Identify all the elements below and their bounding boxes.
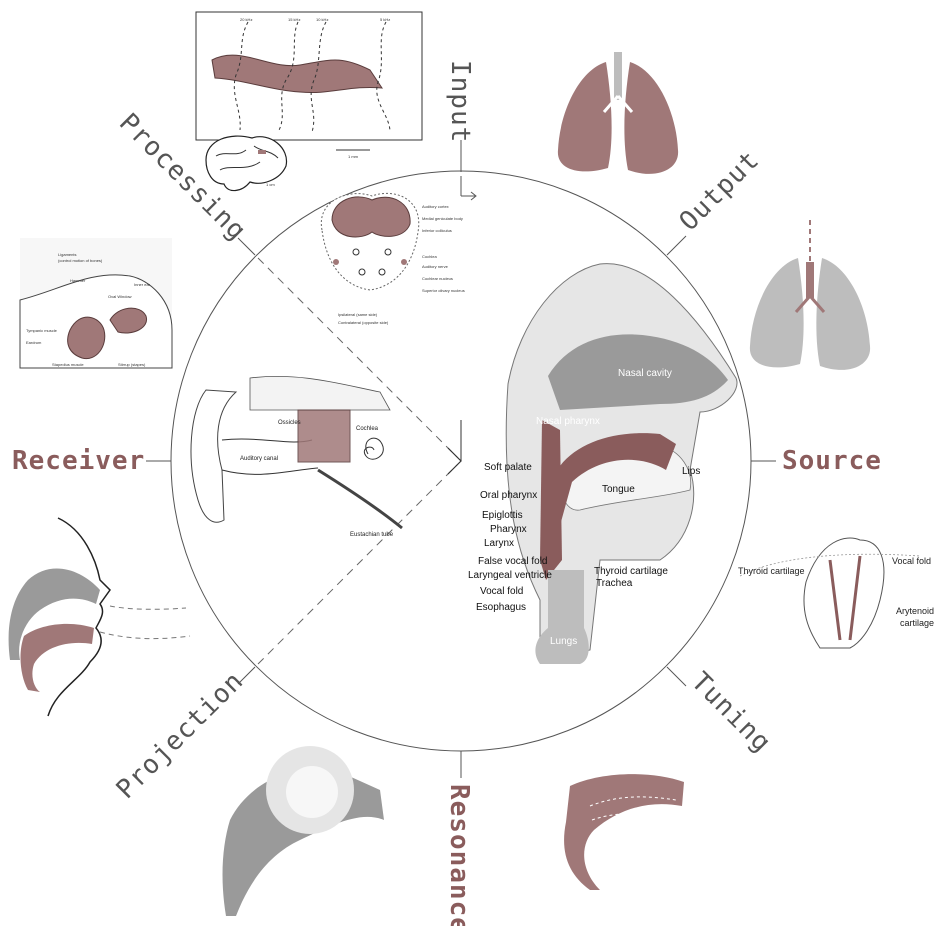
head-label-tongue: Tongue	[602, 484, 635, 495]
pathway-node-3	[359, 269, 365, 275]
brain-label-7: Superior olivary nucleus	[422, 288, 465, 293]
pathway-cochlea-left	[333, 259, 339, 265]
trachea-output	[614, 52, 622, 100]
auditory-cortex-shape	[332, 197, 410, 237]
pathway-node-4	[379, 269, 385, 275]
pathway-node-1	[353, 249, 359, 255]
label-projection: Projection	[111, 666, 250, 805]
brain-pathway-diagram: Auditory cortex Medial geniculate body I…	[321, 193, 464, 325]
outer-ear-cochlea: Cochlea	[356, 426, 379, 432]
outer-ear-diagram: Ossicles Cochlea Auditory canal Eustachi…	[191, 376, 402, 538]
projection-sphere-core	[286, 766, 338, 818]
larynx-label-vocal-fold: Vocal fold	[892, 556, 931, 566]
tick-tuning	[667, 667, 686, 686]
right-lung-output	[624, 62, 678, 174]
brain-label-2: Medial geniculate body	[422, 216, 463, 221]
brain-legend-2: Contralateral (opposite side)	[338, 320, 389, 325]
larynx-outline	[804, 538, 884, 648]
head-label-trachea: Trachea	[596, 578, 633, 589]
receiver-airflow-1	[110, 606, 186, 609]
receiver-profile-icon	[9, 518, 190, 716]
projection-icon	[223, 746, 384, 916]
ear-label-ligaments-sub: (control motion of bones)	[58, 258, 103, 263]
outer-ear-ossicles: Ossicles	[278, 420, 301, 426]
head-label-soft-palate: Soft palate	[484, 462, 532, 473]
head-label-thyroid-cartilage: Thyroid cartilage	[594, 566, 668, 577]
head-label-laryngeal-ventricle: Laryngeal ventricle	[468, 570, 552, 581]
ear-label-stapedius: Stapedius muscle	[52, 362, 84, 367]
brain-label-5: Auditory nerve	[422, 264, 449, 269]
tuning-tract-icon	[564, 774, 684, 890]
ear-label-eardrum: Eardrum	[26, 340, 42, 345]
pathway-node-2	[385, 249, 391, 255]
left-lung-gray	[750, 258, 804, 367]
pinna-outline	[191, 390, 236, 522]
brain-label-6: Cochlear nucleus	[422, 276, 453, 281]
brain-label-4: Cochlea	[422, 254, 437, 259]
oral-tract-red	[21, 624, 94, 692]
head-label-lungs: Lungs	[550, 636, 577, 647]
right-lung-gray	[816, 258, 870, 370]
label-receiver: Receiver	[12, 446, 145, 476]
head-label-false-vocal-fold: False vocal fold	[478, 556, 547, 567]
label-tuning: Tuning	[685, 667, 777, 759]
lungs-gray-icon	[750, 220, 870, 370]
label-output: Output	[674, 145, 766, 237]
head-label-nasal-pharynx: Nasal pharynx	[536, 416, 600, 427]
tick-processing	[238, 238, 255, 255]
lungs-output-icon	[558, 52, 678, 174]
left-lung-output	[558, 62, 612, 171]
head-label-esophagus: Esophagus	[476, 602, 526, 613]
center-chevron	[448, 448, 461, 474]
scale-label-1cm: 1 cm	[266, 182, 275, 187]
larynx-top-view: Thyroid cartilage Vocal fold Arytenoid c…	[738, 538, 934, 648]
label-source: Source	[782, 446, 882, 476]
tuning-tract-shape	[564, 774, 684, 890]
head-label-epiglottis: Epiglottis	[482, 510, 523, 521]
trachea-gray	[806, 262, 814, 298]
vocal-tract-section: Nasal cavity Nasal pharynx Soft palate T…	[468, 264, 737, 664]
receiver-airflow-2	[100, 632, 190, 639]
ossicles-highlight	[298, 410, 350, 462]
outer-ear-eustachian: Eustachian tube	[350, 532, 394, 538]
cortex-frequency-map: 20 kHz 15 kHz 10 kHz 5 kHz 1 mm 1 cm	[196, 12, 422, 191]
outer-ear-canal: Auditory canal	[240, 456, 278, 462]
larynx-label-arytenoid: Arytenoid	[896, 606, 934, 616]
head-label-lips: Lips	[682, 466, 700, 477]
ear-label-inner-ear: Inner ear	[134, 282, 151, 287]
middle-ear-detail: Ligaments (control motion of bones) Hamm…	[20, 238, 172, 368]
head-label-nasal-cavity: Nasal cavity	[618, 368, 672, 379]
larynx-label-cartilage: cartilage	[900, 618, 934, 628]
ear-label-oval-window: Oval Window	[108, 294, 132, 299]
brain-legend-1: Ipsilateral (same side)	[338, 312, 378, 317]
stage-labels: Input Output Source Tuning Resonance Pro…	[12, 60, 882, 926]
larynx-label-thyroid: Thyroid cartilage	[738, 566, 805, 576]
brain-label-3: Inferior colliculus	[422, 228, 452, 233]
ear-label-tympanic: Tympanic muscle	[26, 328, 58, 333]
freq-label-2: 15 kHz	[288, 17, 300, 22]
head-label-pharynx: Pharynx	[490, 524, 527, 535]
ear-label-stirrup: Stirrup (stapes)	[118, 362, 146, 367]
freq-label-1: 20 kHz	[240, 17, 252, 22]
head-label-vocal-fold: Vocal fold	[480, 586, 523, 597]
scale-label-1mm: 1 mm	[348, 154, 359, 159]
ear-label-hammer: Hammer	[70, 278, 86, 283]
freq-label-4: 5 kHz	[380, 17, 390, 22]
ear-label-ligaments: Ligaments	[58, 252, 76, 257]
pathway-cochlea-right	[401, 259, 407, 265]
temporal-bone	[250, 376, 390, 410]
eustachian-tube	[318, 470, 402, 528]
label-resonance: Resonance	[444, 784, 474, 926]
freq-label-3: 10 kHz	[316, 17, 328, 22]
label-input: Input	[445, 60, 475, 143]
cochlea-spiral	[364, 438, 383, 459]
head-label-oral-pharynx: Oral pharynx	[480, 490, 537, 501]
brain-label-1: Auditory cortex	[422, 204, 449, 209]
face-profile-line	[48, 518, 110, 716]
head-label-larynx: Larynx	[484, 538, 514, 549]
small-brain-mark	[258, 150, 266, 154]
tick-output	[667, 236, 686, 255]
